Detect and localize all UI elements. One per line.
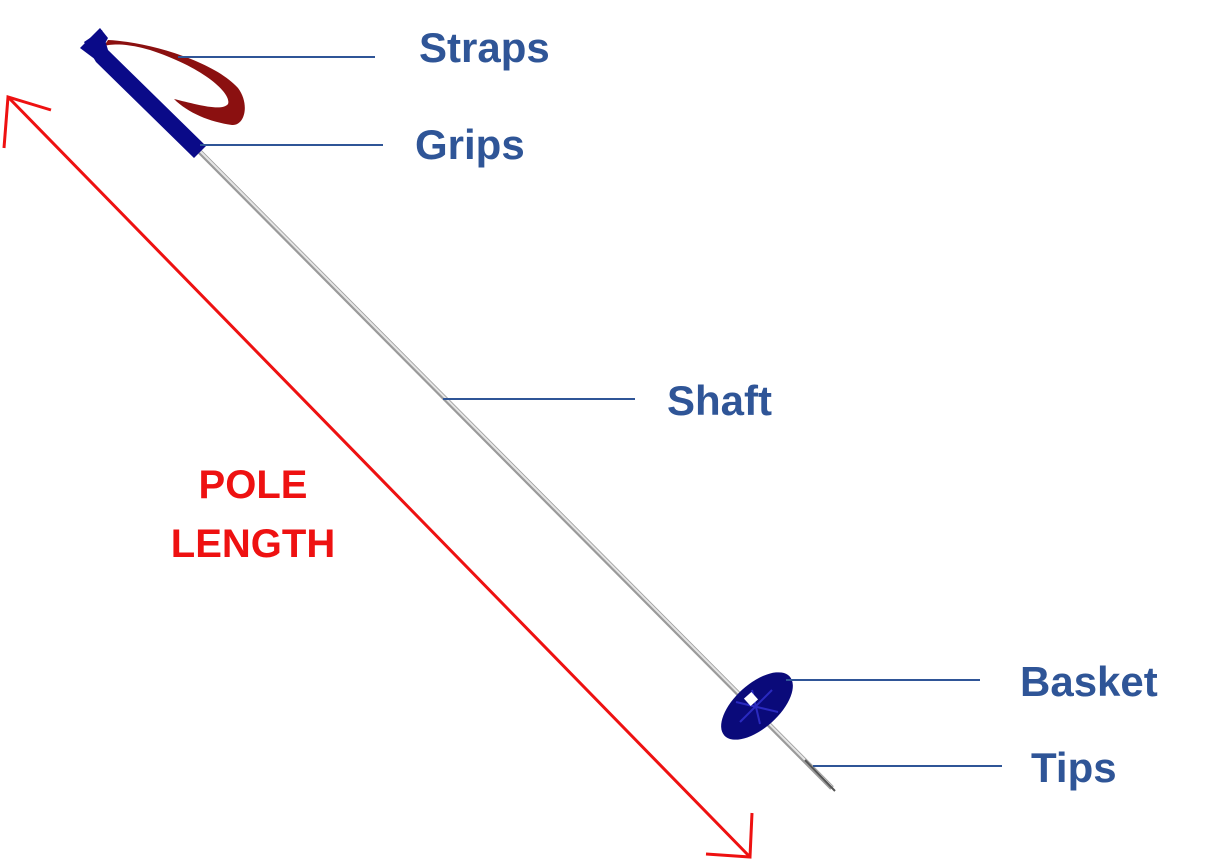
tip-icon [804,759,836,792]
shaft-label: Shaft [667,377,772,424]
part-labels: Straps Grips Shaft Basket Tips [415,24,1158,791]
tips-label: Tips [1031,744,1117,791]
basket-icon [721,672,793,740]
arrowhead-bottom-icon [705,812,754,859]
strap-icon [104,40,245,126]
pole-length-arrow [2,95,754,859]
shaft-highlight [199,150,833,788]
grip-icon [84,30,206,158]
pole-length-line [6,95,752,859]
pole-length-label: POLE LENGTH [171,463,335,566]
basket-label: Basket [1020,658,1158,705]
straps-label: Straps [419,24,550,71]
leader-lines [178,56,1002,767]
grips-label: Grips [415,121,525,168]
ski-pole [80,28,836,792]
pole-length-label-line2: LENGTH [171,522,335,566]
pole-length-label-line1: POLE [199,463,308,507]
arrowhead-top-icon [2,95,52,149]
grip-top-cap [80,28,108,60]
